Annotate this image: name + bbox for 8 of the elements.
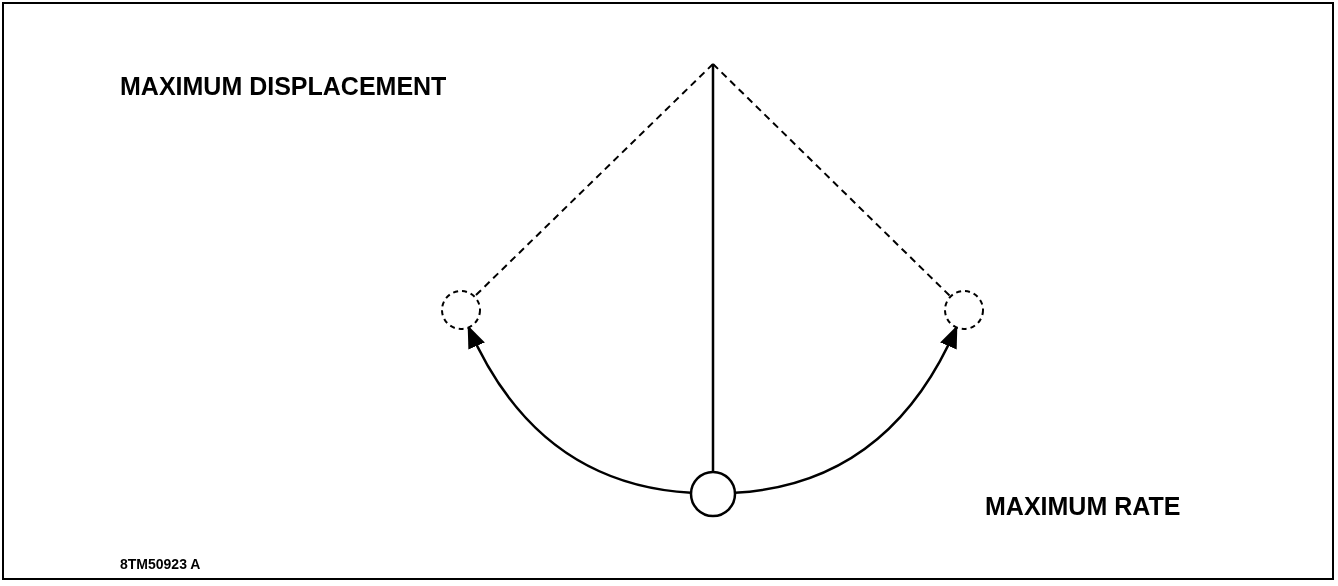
displaced-bob-outline <box>440 289 482 331</box>
pendulum-bob <box>689 470 737 518</box>
figure-number: 8TM50923 A <box>120 556 201 572</box>
displaced-bob-outline <box>943 289 985 331</box>
caption-text: MAXIMUM RATE <box>985 492 1181 521</box>
curved-arrow <box>734 325 958 494</box>
curved-arrow <box>467 325 692 494</box>
caption-text: MAXIMUM DISPLACEMENT <box>120 72 447 101</box>
